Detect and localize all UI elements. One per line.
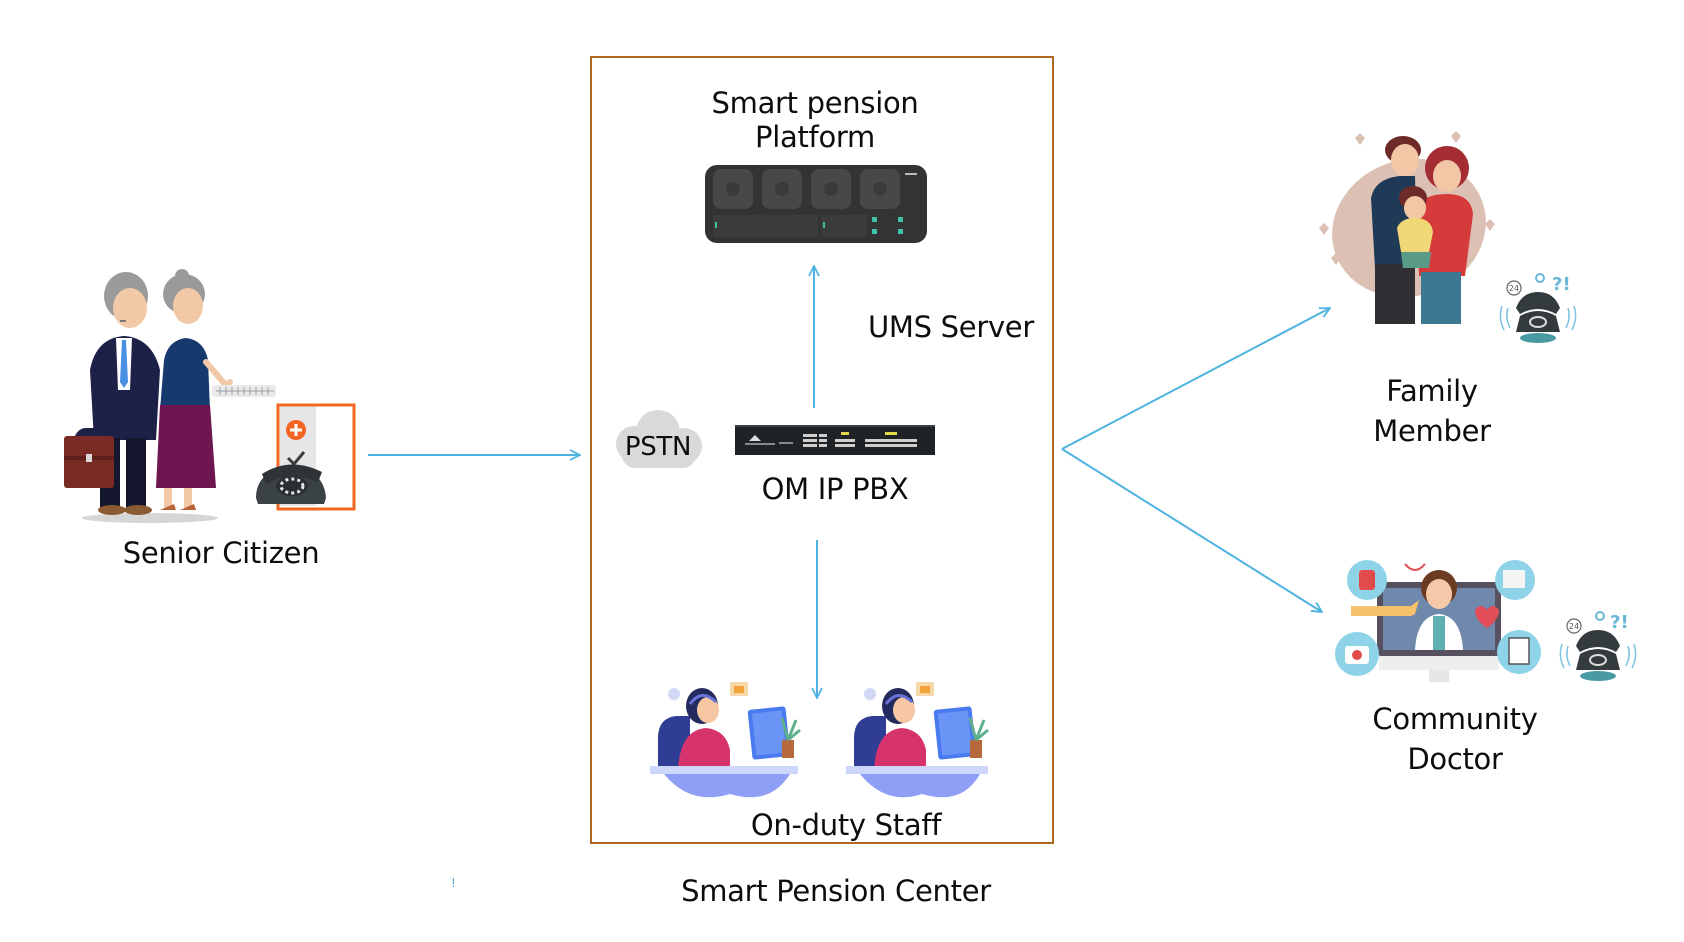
staff-label: On-duty Staff <box>750 808 942 842</box>
arrow-center-to-family <box>1061 308 1330 450</box>
ringing-phone-icon-doctor: 24 ?! <box>1559 611 1637 681</box>
stray-mark: ! <box>451 876 456 890</box>
family-label-line2: Member <box>1373 414 1491 448</box>
ums-server-label: UMS Server <box>868 310 1034 344</box>
svg-text:?!: ?! <box>1610 612 1629 633</box>
ip-pbx-label: OM IP PBX <box>761 472 909 506</box>
elderly-couple-with-phone-icon <box>64 269 356 523</box>
server-icon <box>705 165 927 243</box>
cloud-icon <box>616 410 702 468</box>
arrow-center-to-doctor <box>1061 448 1322 612</box>
call-center-agent-icon <box>650 682 989 798</box>
platform-label-line2: Platform <box>755 120 875 154</box>
svg-text:?!: ?! <box>1552 274 1571 295</box>
doctor-label-line1: Community <box>1372 702 1538 736</box>
pstn-label: PSTN <box>624 432 692 462</box>
platform-label-line1: Smart pension <box>711 86 919 120</box>
center-title: Smart Pension Center <box>681 874 991 908</box>
doctor-label-line2: Doctor <box>1407 742 1503 776</box>
ringing-phone-icon: 24 ?! <box>1499 273 1577 343</box>
svg-text:24: 24 <box>1509 284 1519 293</box>
telemedicine-doctor-icon <box>1335 560 1541 682</box>
family-label-line1: Family <box>1386 374 1478 408</box>
senior-citizen-label: Senior Citizen <box>122 536 320 570</box>
family-icon <box>1319 131 1495 324</box>
smart-pension-center-box <box>590 56 1054 844</box>
rack-pbx-icon <box>735 425 935 455</box>
svg-text:24: 24 <box>1569 622 1579 631</box>
